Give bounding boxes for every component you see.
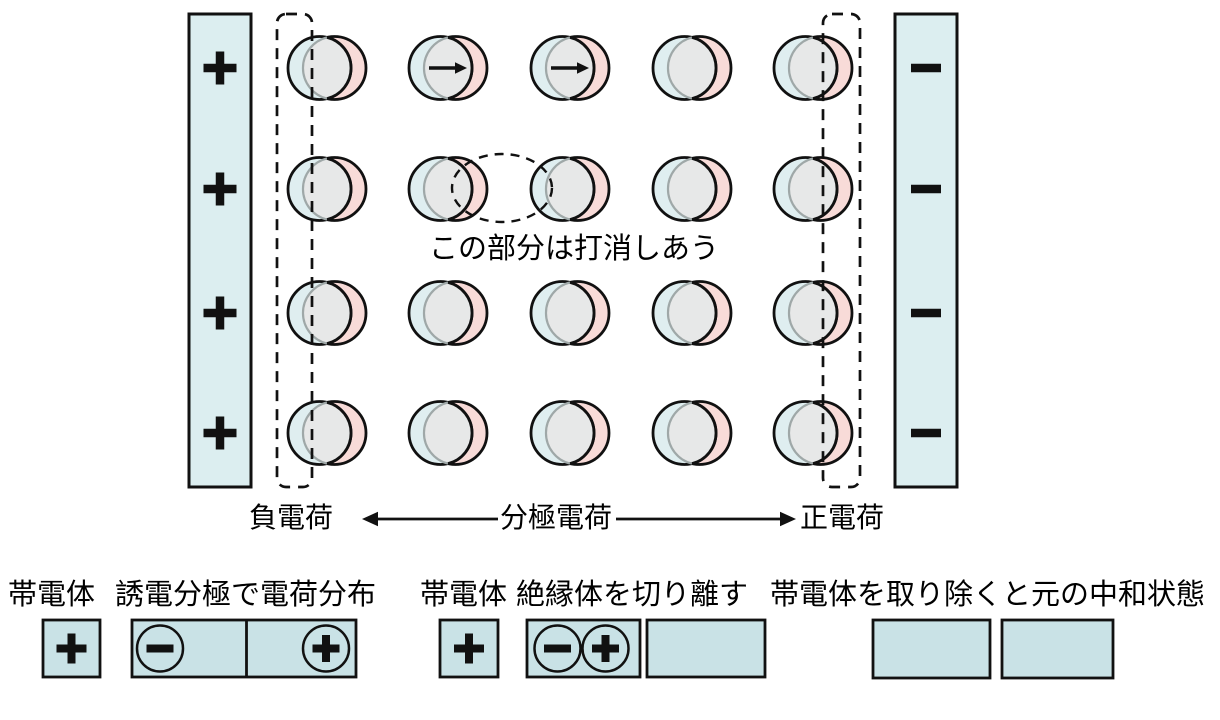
step1-caption: 誘電分極で電荷分布 <box>115 578 376 611</box>
minus-symbol-icon <box>911 428 941 438</box>
positive-surface-charge-outline <box>821 12 862 489</box>
polarization-charge-label: 分極電荷 <box>500 502 612 533</box>
molecule-r2c1 <box>286 156 368 222</box>
molecule-r4c2 <box>407 400 489 466</box>
molecule-r3c1 <box>286 280 368 346</box>
charge-axis: 負電荷 分極電荷 正電荷 <box>249 502 884 533</box>
molecule-r2c4 <box>651 156 733 222</box>
step3-neutral-box-1 <box>871 618 992 680</box>
molecule-r1c5 <box>772 35 854 101</box>
step3-group: 帯電体を取り除くと元の中和状態 <box>770 578 1205 680</box>
molecule-r2c2 <box>407 156 489 222</box>
molecule-r1c1 <box>286 35 368 101</box>
molecule-r4c5 <box>772 400 854 466</box>
step3-neutral-box-2 <box>1000 618 1115 680</box>
molecule-r3c4 <box>651 280 733 346</box>
minus-symbol-icon <box>911 63 941 73</box>
step2-charged-body-label: 帯電体 <box>420 578 507 611</box>
right-arrowhead-icon <box>780 511 796 527</box>
step2-caption: 絶縁体を切り離す <box>516 578 748 611</box>
step2-group: 帯電体 絶縁体を切り離す <box>420 578 767 679</box>
molecule-r2c5 <box>772 156 854 222</box>
molecule-r3c3 <box>529 280 611 346</box>
left-arrowhead-icon <box>362 511 378 527</box>
negative-plate <box>893 12 959 489</box>
molecule-r3c5 <box>772 280 854 346</box>
molecule-r4c3 <box>529 400 611 466</box>
step3-caption: 帯電体を取り除くと元の中和状態 <box>770 578 1205 611</box>
positive-charge-label: 正電荷 <box>800 502 884 533</box>
molecule-r1c4 <box>651 35 733 101</box>
minus-symbol-icon <box>911 308 941 318</box>
negative-plate-body <box>893 12 959 489</box>
cancel-region-ellipse <box>450 152 554 224</box>
step2-separated-right-box <box>645 618 767 679</box>
step1-group: 帯電体 誘電分極で電荷分布 <box>8 578 376 679</box>
cancel-note-label: この部分は打消しあう <box>429 232 719 265</box>
minus-symbol-icon <box>911 184 941 194</box>
positive-plate <box>187 12 253 489</box>
step1-charged-body-label: 帯電体 <box>8 578 95 611</box>
molecule-r3c2 <box>407 280 489 346</box>
molecule-r4c4 <box>651 400 733 466</box>
negative-charge-label: 負電荷 <box>249 502 333 533</box>
positive-plate-body <box>187 12 253 489</box>
molecule-r4c1 <box>286 400 368 466</box>
negative-surface-charge-outline <box>275 12 314 489</box>
